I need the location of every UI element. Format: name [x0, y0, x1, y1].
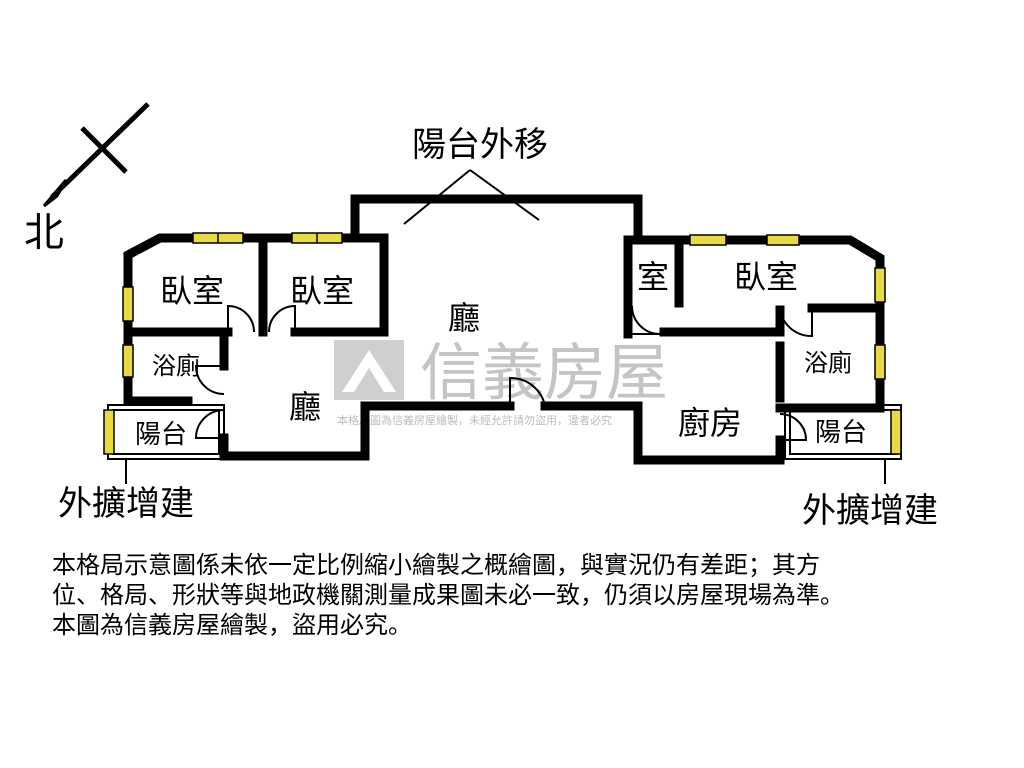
watermark-notice: 本格局圖為信義房屋繪製，未經允許請勿盜用，違者必究 — [337, 413, 612, 427]
room-label-hall-center: 廳 — [448, 299, 480, 337]
room-label-balcony-left: 陽台 — [135, 420, 187, 450]
room-label-bedroom-2: 臥室 — [290, 272, 354, 310]
room-label-bath-right: 浴廁 — [804, 349, 852, 377]
disclaimer-line-1: 本格局示意圖係未依一定比例縮小繪製之概繪圖，與實況仍有差距；其方 — [52, 551, 820, 579]
extension-label-right: 外擴增建 — [802, 491, 938, 531]
watermark-logo — [334, 340, 404, 400]
room-label-balcony-right: 陽台 — [815, 418, 867, 448]
disclaimer: 本格局示意圖係未依一定比例縮小繪製之概繪圖，與實況仍有差距；其方 位、格局、形狀… — [52, 550, 1012, 640]
doors — [194, 304, 813, 441]
room-label-bedroom-1: 臥室 — [160, 272, 224, 310]
room-label-hall-left: 廳 — [289, 388, 321, 426]
north-label: 北 — [24, 210, 64, 256]
walls — [123, 194, 885, 465]
disclaimer-line-2: 位、格局、形狀等與地政機關測量成果圖未必一致，仍須以房屋現場為準。 — [52, 581, 844, 609]
north-arrow-icon — [42, 102, 150, 208]
room-label-kitchen: 廚房 — [678, 404, 742, 442]
watermark-brand: 信義房屋 — [420, 336, 668, 409]
room-label-bedroom-3: 臥室 — [734, 258, 798, 296]
balcony-moved-label: 陽台外移 — [412, 125, 548, 165]
room-label-bath-left: 浴廁 — [152, 352, 200, 380]
room-label-small-room: 室 — [637, 258, 669, 296]
windows — [103, 232, 902, 455]
disclaimer-line-3: 本圖為信義房屋繪製，盜用必究。 — [52, 611, 412, 639]
extension-label-left: 外擴增建 — [58, 484, 194, 524]
